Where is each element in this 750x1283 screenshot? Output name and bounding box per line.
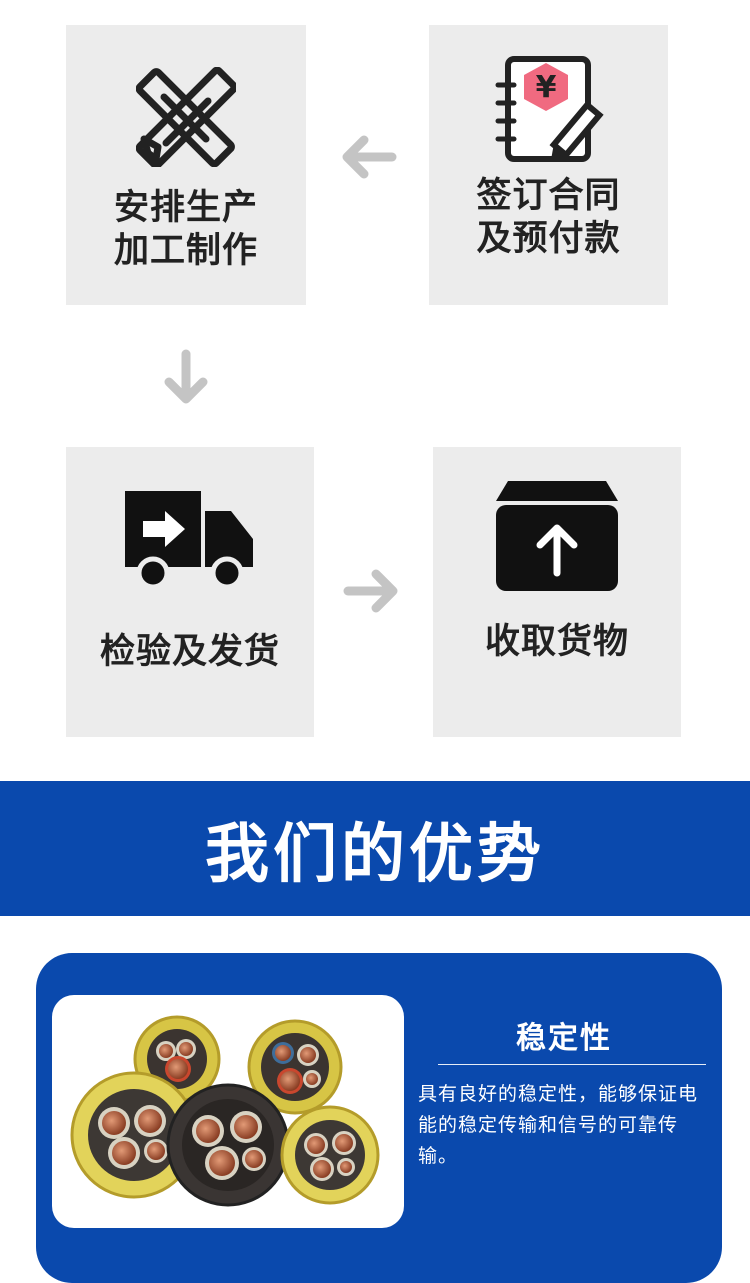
feature-title: 稳定性 [516,1021,612,1056]
step-receive-label: 收取货物 [484,622,629,662]
cable-photo [52,995,404,1228]
arrow-right-icon [343,569,398,613]
pencil-ruler-icon [136,67,236,167]
step-production-label: 安排生产 加工制作 [113,188,258,271]
feature-divider [438,1064,706,1065]
advantage-card: 稳定性 具有良好的稳定性，能够保证电能的稳定传输和信号的可靠传输。 [36,953,722,1283]
step-contract-tile: ¥ 签订合同 及预付款 [429,25,668,305]
step-contract-label: 签订合同 及预付款 [476,176,621,259]
advantages-banner: 我们的优势 [0,781,750,916]
arrow-down-icon [164,349,208,404]
svg-text:¥: ¥ [535,70,556,105]
feature-description: 具有良好的稳定性，能够保证电能的稳定传输和信号的可靠传输。 [418,1083,699,1167]
step-inspection-label: 检验及发货 [99,632,280,672]
box-upload-icon [496,481,618,591]
advantages-title: 我们的优势 [205,817,545,892]
step-inspection-tile: 检验及发货 [66,447,314,737]
delivery-truck-icon [125,491,253,589]
arrow-left-icon [342,135,397,179]
contract-payment-icon: ¥ [495,56,604,162]
cable-cross-section-image [70,1015,380,1207]
step-production-tile: 安排生产 加工制作 [66,25,306,305]
step-receive-tile: 收取货物 [433,447,681,737]
